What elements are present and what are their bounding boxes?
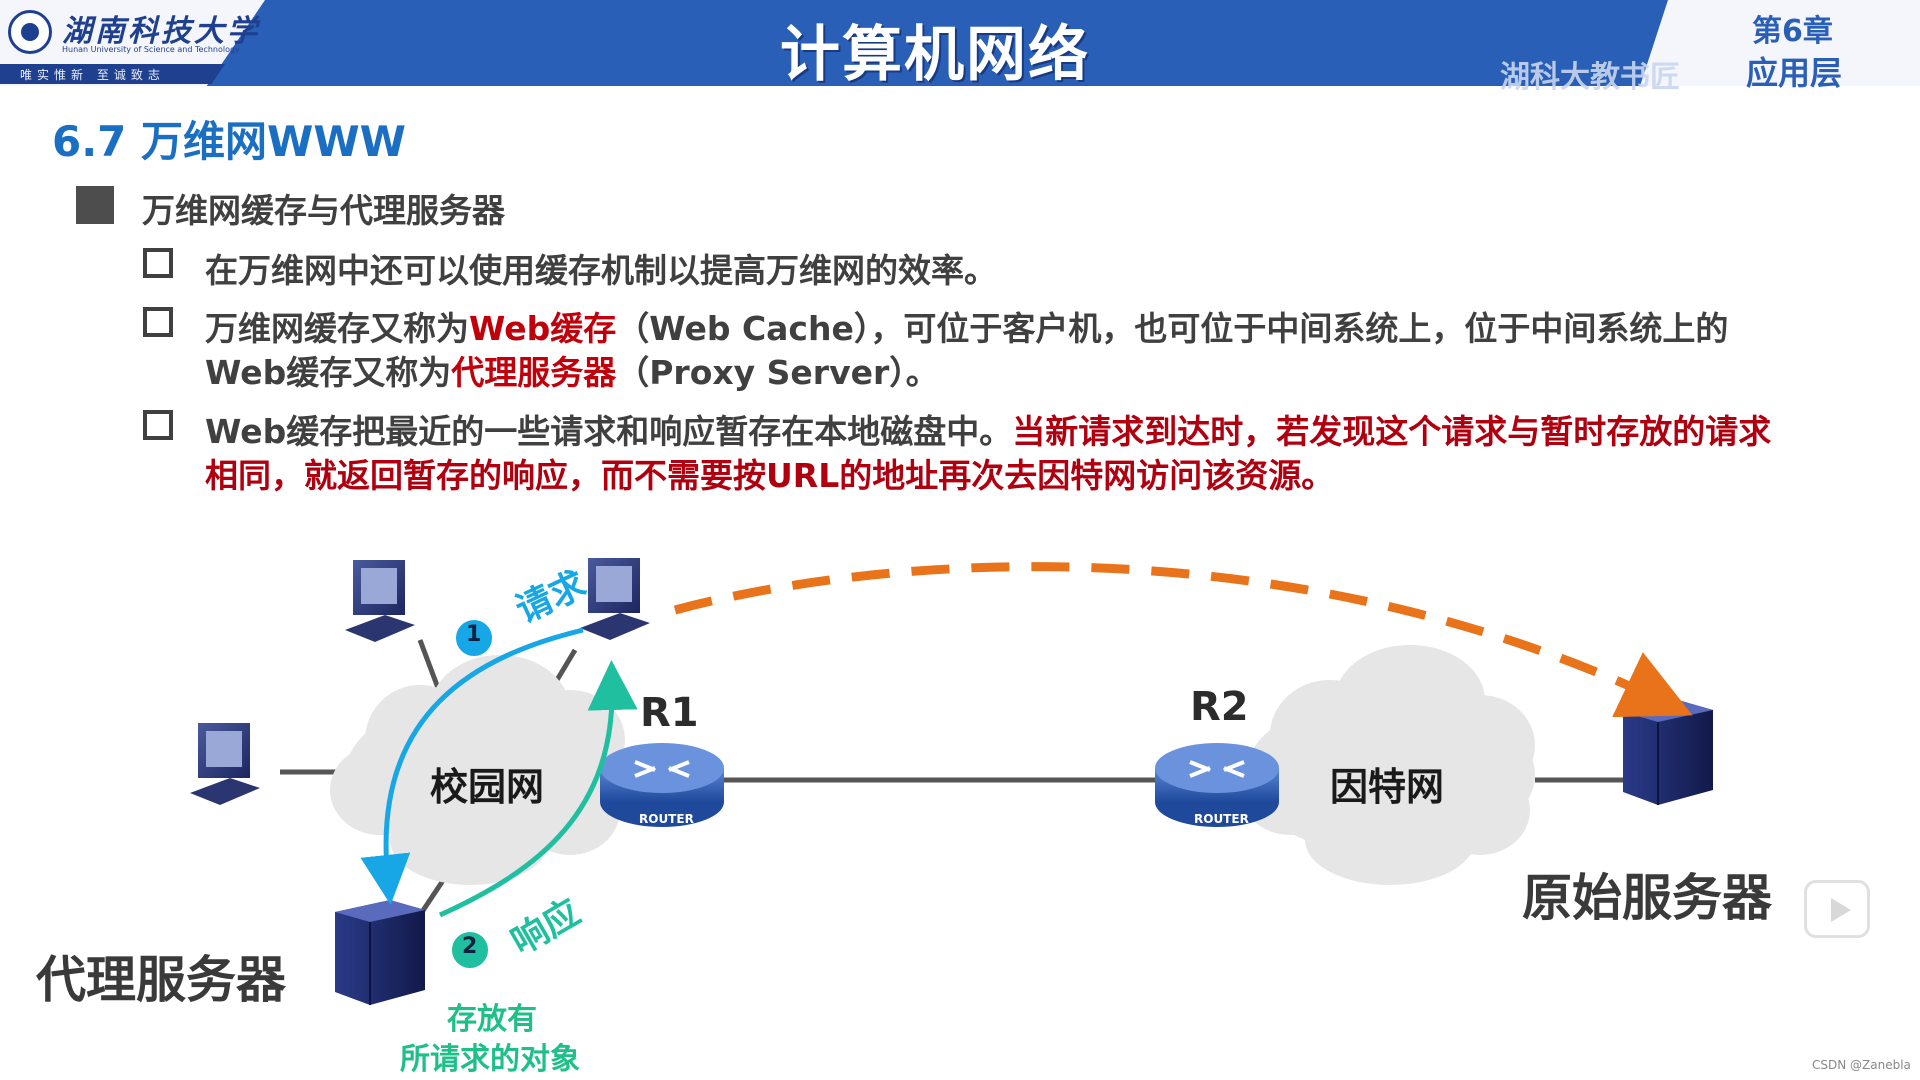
csdn-credit: CSDN @Zanebla (1812, 1058, 1911, 1072)
campus-network-label: 校园网 (430, 765, 545, 809)
checkbox-bullet-icon (143, 248, 173, 278)
header-chapter-area (1640, 0, 1920, 86)
origin-server-label: 原始服务器 (1522, 869, 1772, 927)
client-pc-left (190, 723, 260, 805)
step-1-badge (454, 618, 494, 658)
step-2-badge (450, 930, 490, 970)
proxy-server-label: 代理服务器 (36, 951, 286, 1009)
university-name-en: Hunan University of Science and Technolo… (62, 45, 240, 54)
router-r2-icon (1155, 743, 1279, 827)
motto-strip (0, 64, 225, 84)
step-2-number: 2 (462, 934, 478, 959)
channel-watermark: 湖科大教书匠 (1500, 60, 1680, 95)
term-proxy-server: 代理服务器 (451, 353, 617, 392)
network-diagram (190, 558, 1713, 1005)
router-r1-label: R1 (640, 690, 699, 736)
bullet-3-line-1: Web缓存把最近的一些请求和响应暂存在本地磁盘中。当新请求到达时，若发现这个请求… (205, 405, 1771, 453)
bullet-3-emphasis: 当新请求到达时，若发现这个请求与暂时存放的请求 (1012, 412, 1772, 451)
router-r1-icon (600, 743, 724, 827)
client-pc-top-right (580, 558, 650, 640)
proxy-server-icon (335, 900, 425, 1005)
bullet-2-text: Web缓存又称为 (205, 353, 452, 392)
chapter-number: 第6章 (1752, 14, 1833, 49)
internet-label: 因特网 (1330, 765, 1445, 809)
topic-heading: 万维网缓存与代理服务器 (142, 191, 505, 230)
bullet-3-line-2: 相同，就返回暂存的响应，而不需要按URL的地址再次去因特网访问该资源。 (205, 449, 1334, 497)
header-bar (0, 0, 1920, 86)
bullet-3-text: Web缓存把最近的一些请求和响应暂存在本地磁盘中。 (205, 412, 1013, 451)
stored-object-line-2: 所请求的对象 (400, 1042, 580, 1077)
router-r2-label: R2 (1190, 684, 1249, 730)
bullet-2-text: （Web Cache），可位于客户机，也可位于中间系统上，位于中间系统上的 (616, 309, 1729, 348)
checkbox-bullet-icon (143, 307, 173, 337)
section-title: 6.7 万维网WWW (52, 117, 407, 166)
bullet-2-text: 万维网缓存又称为 (205, 309, 469, 348)
bullet-3-emphasis: 相同，就返回暂存的响应，而不需要按URL的地址再次去因特网访问该资源。 (205, 456, 1335, 495)
origin-request-arrow (673, 562, 1693, 718)
stored-object-line-1: 存放有 (447, 1002, 537, 1037)
video-play-icon[interactable] (1804, 880, 1870, 938)
term-web-cache: Web缓存 (469, 309, 617, 348)
course-title: 计算机网络 (780, 20, 1090, 90)
topic-bullet-icon (76, 186, 114, 224)
response-arrow (438, 660, 638, 918)
bullet-2-line-1: 万维网缓存又称为Web缓存（Web Cache），可位于客户机，也可位于中间系统… (205, 302, 1728, 350)
campus-network-cloud (330, 655, 625, 885)
university-emblem-icon (8, 10, 52, 54)
client-pc-top-left (345, 560, 415, 642)
university-motto: 唯实惟新 至诚致志 (20, 68, 165, 82)
step-1-number: 1 (466, 622, 482, 647)
university-name-cn: 湖南科技大学 (62, 14, 260, 49)
router-r2-badge: ROUTER (1194, 812, 1249, 826)
bullet-2-text: （Proxy Server）。 (616, 353, 939, 392)
router-r1-badge: ROUTER (639, 812, 694, 826)
chapter-name: 应用层 (1746, 54, 1843, 92)
request-arrow (360, 627, 584, 905)
internet-cloud (1240, 645, 1535, 885)
bullet-1-text: 在万维网中还可以使用缓存机制以提高万维网的效率。 (205, 244, 997, 292)
bullet-1-seg: 在万维网中还可以使用缓存机制以提高万维网的效率。 (205, 251, 997, 290)
slide-header: 湖南科技大学 Hunan University of Science and T… (0, 0, 1920, 95)
checkbox-bullet-icon (143, 410, 173, 440)
origin-server-icon (1623, 700, 1713, 805)
bullet-2-line-2: Web缓存又称为代理服务器（Proxy Server）。 (205, 346, 939, 394)
